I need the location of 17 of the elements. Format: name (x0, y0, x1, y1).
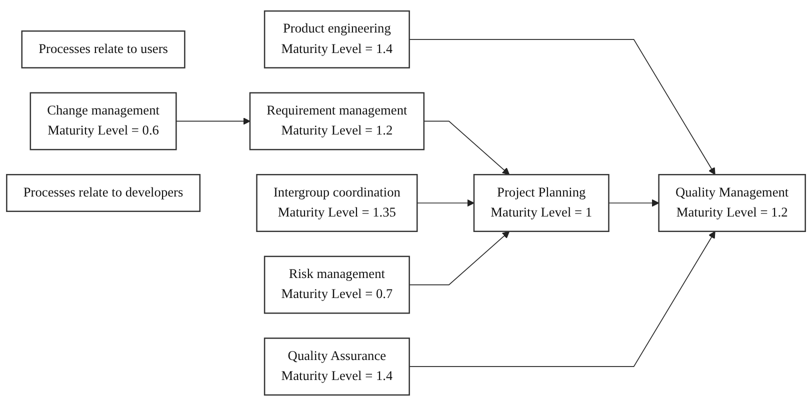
arrow (176, 118, 250, 125)
arrow (408, 231, 716, 368)
node-box: Risk management Maturity Level = 0.7 (264, 256, 410, 314)
node-box: Product engineering Maturity Level = 1.4 (264, 10, 410, 68)
arrow (424, 120, 510, 175)
node-box: Quality Management Maturity Level = 1.2 (658, 174, 806, 232)
node-box: Quality Assurance Maturity Level = 1.4 (264, 338, 410, 396)
node-box: Intergroup coordination Maturity Level = 1.35 (256, 174, 418, 232)
arrow (608, 199, 660, 207)
node-box: Project Planning Maturity Level = 1 (473, 174, 610, 232)
arrow (416, 199, 474, 207)
node-box: Processes relate to developers (6, 174, 201, 212)
node-box: Requirement management Maturity Level = 1.2 (249, 92, 425, 150)
arrow (408, 231, 510, 286)
arrow (408, 38, 716, 175)
node-box: Change management Maturity Level = 0.6 (30, 92, 177, 150)
node-box: Processes relate to users (21, 30, 186, 68)
